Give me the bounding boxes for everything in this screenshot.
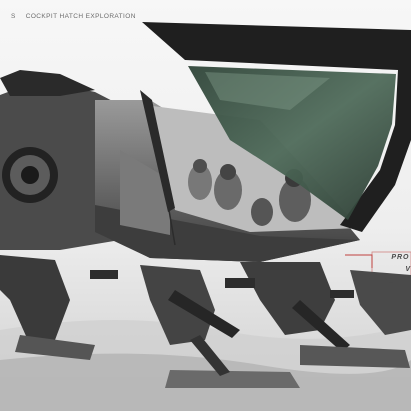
rear-top-greebles (0, 70, 95, 96)
canopy-glass (188, 66, 396, 220)
crew-figure-2 (188, 164, 212, 200)
gear-bracket-3 (90, 270, 118, 279)
series-mark: S (11, 13, 16, 20)
leg-front-piston (292, 300, 350, 352)
crew-figure-3 (251, 198, 273, 226)
leg-rear (0, 255, 70, 345)
leg-rear-foot (15, 335, 95, 360)
canopy-strut (140, 90, 175, 212)
leg-mid-foot (165, 370, 300, 388)
canopy-reflection (205, 72, 330, 110)
pilot-figure (279, 178, 311, 222)
sheet-title: COCKPIT HATCH EXPLORATION (25, 13, 136, 20)
sheet-caption: S COCKPIT HATCH EXPLORATION (11, 13, 136, 20)
crew-helmet-2 (193, 159, 207, 173)
designer-note: PRO V NEEDS (365, 252, 411, 288)
gear-bracket-2 (330, 290, 354, 298)
note-line-1: PRO (391, 254, 410, 261)
note-line-3: NEEDS (365, 278, 395, 285)
engine-intake-core (21, 166, 39, 184)
crew-figure-1 (214, 170, 242, 210)
leg-mid-piston (168, 290, 240, 338)
canopy-frame (142, 22, 411, 232)
hull-side-panel (120, 150, 170, 235)
crew-helmet-1 (220, 164, 236, 180)
leg-front-foot (300, 345, 410, 368)
leg-mid-strut (190, 335, 230, 376)
note-line-2: V (405, 266, 411, 273)
gear-bracket-1 (225, 278, 255, 288)
leg-right (350, 270, 411, 335)
